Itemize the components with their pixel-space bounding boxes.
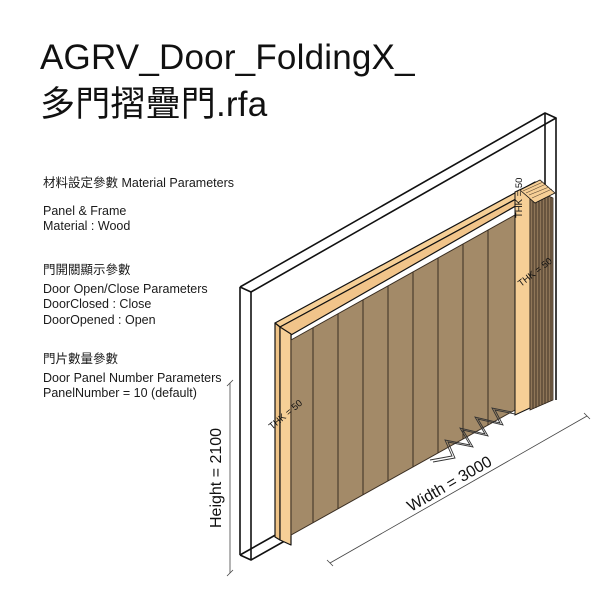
open-close-heading: 門開關顯示參數 [43,263,131,277]
open-close-line-3: DoorOpened : Open [43,312,156,327]
panel-number-parameters-block: 門片數量參數 Door Panel Number Parameters Pane… [43,352,222,402]
panel-number-line-1: Door Panel Number Parameters [43,370,222,385]
family-title-line1: AGRV_Door_FoldingX_ [40,38,415,77]
family-title-line2: 多門摺疊門.rfa [40,85,268,124]
height-dimension [226,379,234,577]
door-frame [274,181,541,546]
material-heading: 材料設定參數 Material Parameters [43,176,235,190]
height-label: Height = 2100 [208,428,225,528]
floor-track-zigzag [429,407,516,463]
material-line-2: Material : Wood [43,219,131,233]
open-close-line-2: DoorClosed : Close [43,297,152,311]
material-parameters-block: 材料設定參數 Material Parameters Panel & Frame… [43,176,234,235]
width-dimension [326,412,591,567]
open-close-parameters-block: 門開關顯示參數 Door Open/Close Parameters DoorC… [43,263,208,328]
door-frame-right-jamb [514,184,531,416]
open-close-line-1: Door Open/Close Parameters [43,281,208,296]
panel-number-line-2: PanelNumber = 10 (default) [43,386,197,400]
thk-label-top: THK = 50 [514,178,525,218]
material-line-1: Panel & Frame [43,203,127,218]
folded-panel-stack [519,179,557,411]
panel-number-heading: 門片數量參數 [43,352,119,366]
